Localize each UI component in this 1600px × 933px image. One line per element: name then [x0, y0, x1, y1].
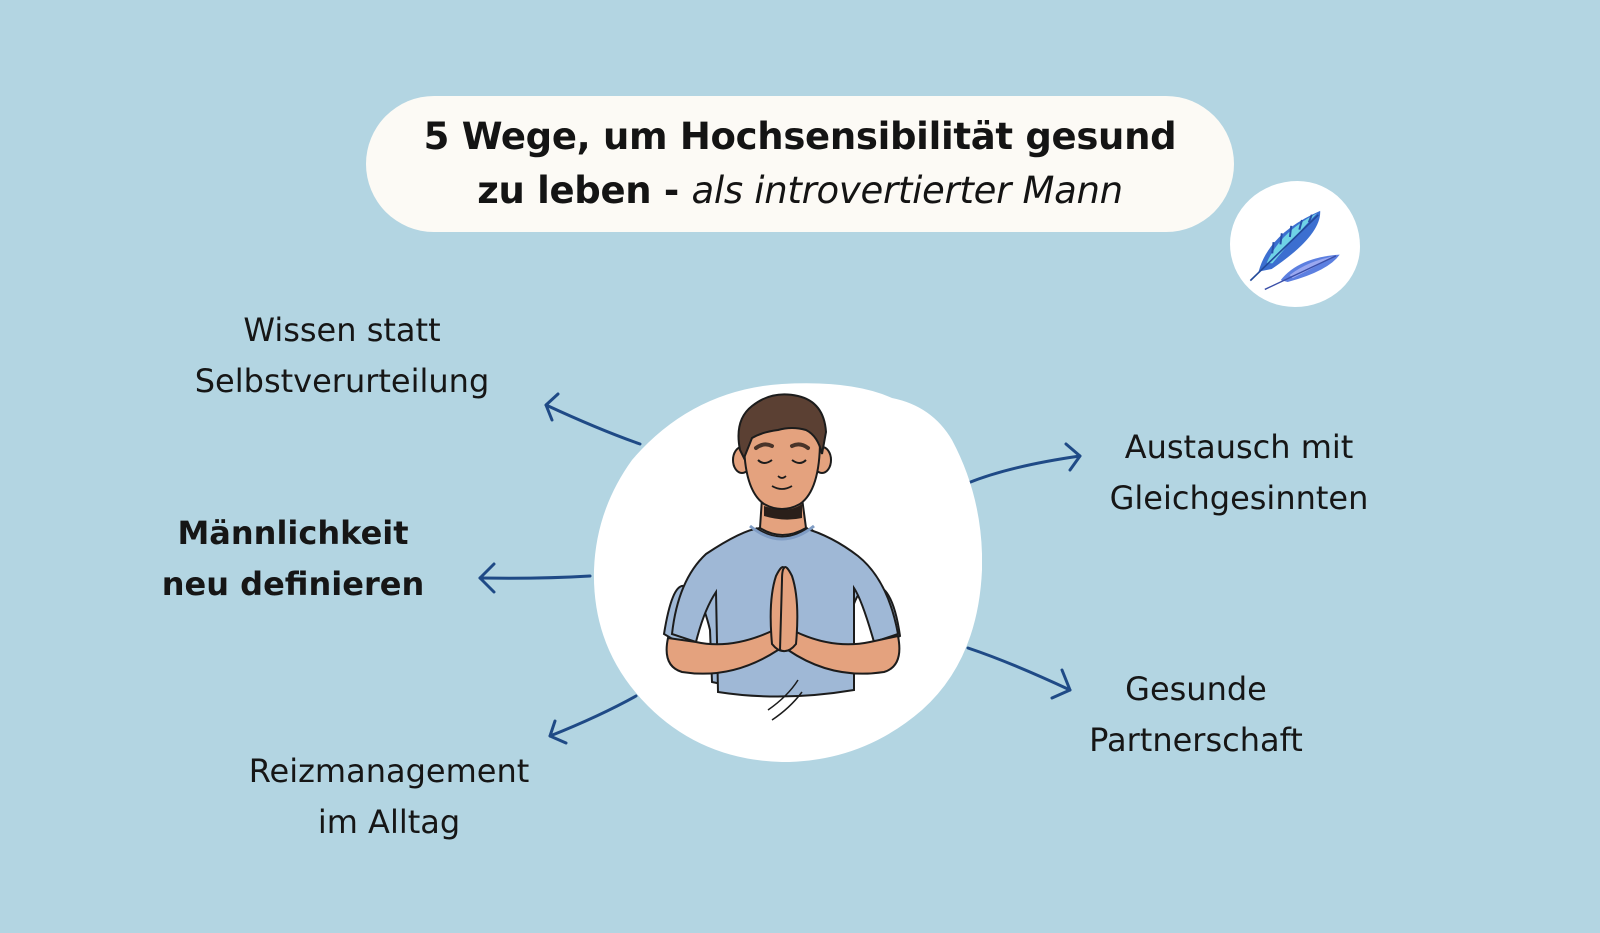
way-label-line: neu definieren	[161, 565, 425, 603]
title-dash: -	[651, 169, 692, 212]
way-label-partnerschaft: Gesunde Partnerschaft	[1074, 664, 1318, 766]
way-label-line: Wissen statt	[243, 311, 441, 349]
title-line-1: 5 Wege, um Hochsensibilität gesund	[423, 115, 1177, 158]
way-label-line: Männlichkeit	[177, 514, 409, 552]
feather-icon	[1249, 210, 1340, 291]
way-label-line: Gesunde	[1125, 670, 1267, 708]
way-label-line: Partnerschaft	[1089, 721, 1303, 759]
way-label-line: Gleichgesinnten	[1109, 479, 1369, 517]
arrow-icon	[478, 562, 592, 594]
way-label-wissen: Wissen statt Selbstverurteilung	[186, 305, 498, 407]
way-label-line: im Alltag	[317, 803, 461, 841]
title-line-2: zu leben - als introvertierter Mann	[477, 164, 1123, 218]
way-label-line: Reizmanagement	[248, 752, 530, 790]
meditating-man-illustration	[593, 383, 982, 762]
arrow-icon	[966, 442, 1082, 485]
feather-badge	[1230, 181, 1360, 307]
way-label-line: Austausch mit	[1124, 428, 1354, 466]
way-label-reizmanagement: Reizmanagement im Alltag	[234, 746, 544, 848]
title-line-2-bold: zu leben	[477, 169, 652, 212]
way-label-austausch: Austausch mit Gleichgesinnten	[1098, 422, 1380, 524]
way-label-line: Selbstverurteilung	[194, 362, 490, 400]
arrow-icon	[966, 646, 1072, 700]
center-illustration	[592, 380, 982, 762]
title-banner: 5 Wege, um Hochsensibilität gesund zu le…	[366, 96, 1234, 232]
way-label-maennlichkeit: Männlichkeit neu definieren	[158, 508, 428, 610]
title-line-2-italic: als introvertierter Mann	[691, 169, 1124, 212]
